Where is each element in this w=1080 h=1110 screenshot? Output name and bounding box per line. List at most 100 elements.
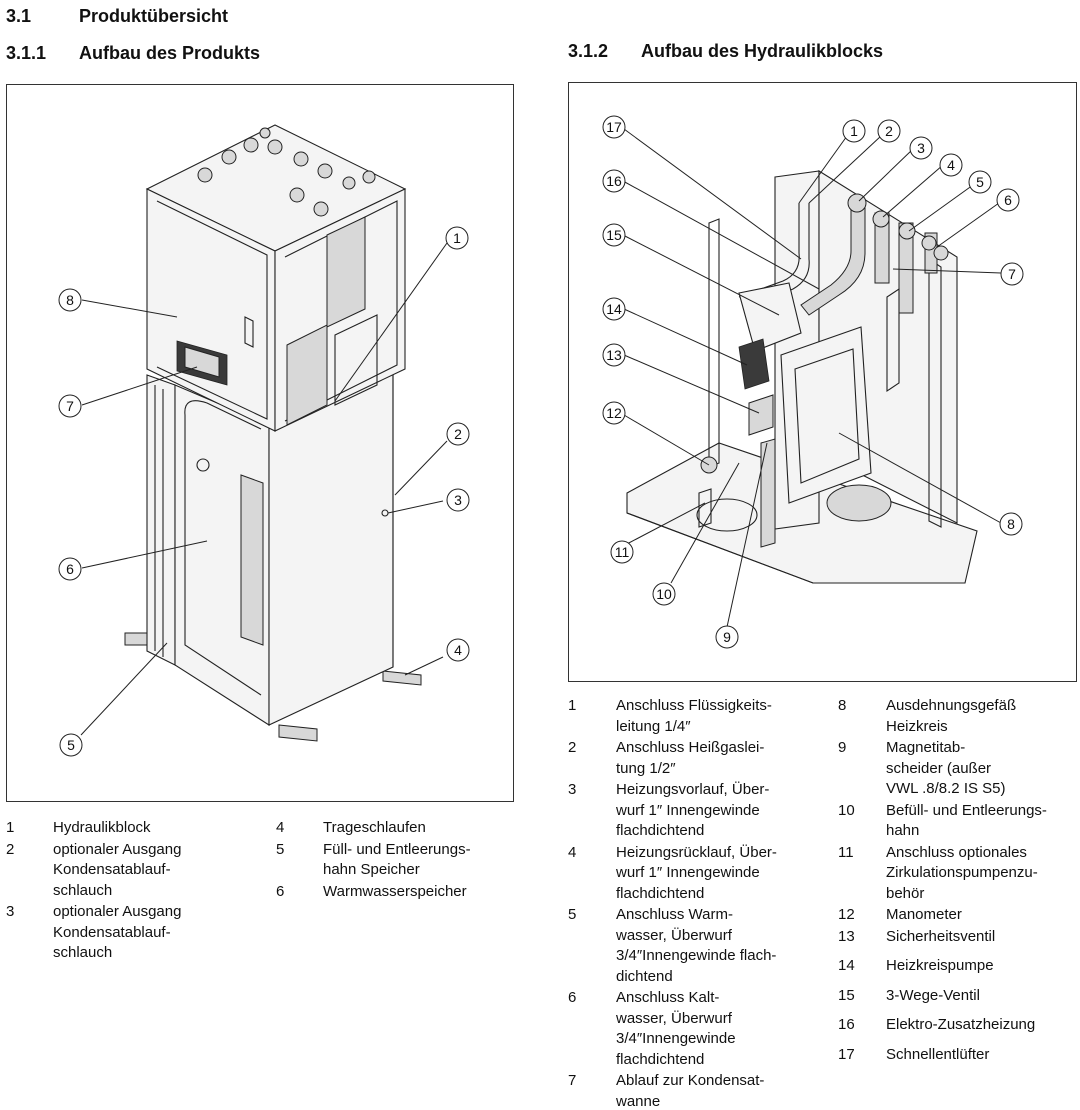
- legend-text-line: 3-Wege-Ventil: [886, 986, 980, 1004]
- magnetite-separator: [760, 438, 776, 548]
- svg-text:17: 17: [606, 119, 622, 135]
- svg-text:7: 7: [66, 398, 74, 414]
- svg-text:16: 16: [606, 173, 622, 189]
- legend-number: 3: [568, 781, 577, 798]
- expansion-vessel: [780, 326, 872, 504]
- legend-text-line: Schnellentlüfter: [886, 1045, 990, 1063]
- legend-number: 4: [568, 843, 577, 861]
- fill-drain-valve: [698, 488, 712, 528]
- svg-text:5: 5: [976, 174, 984, 190]
- callout-13: 13: [602, 343, 626, 367]
- legend-text-line: Kondensatablauf-: [53, 861, 171, 878]
- svg-text:15: 15: [606, 227, 622, 243]
- legend-text: Schnellentlüfter: [838, 1045, 1078, 1066]
- legend-text: Füll- und Entleerungs-hahn Speicher: [276, 840, 516, 881]
- legend-text: Befüll- und Entleerungs-hahn: [838, 801, 1078, 842]
- legend-text-line: tung 1/2″: [616, 759, 676, 777]
- quick-air-vent: [886, 287, 900, 393]
- callout-10: 10: [652, 582, 676, 606]
- legend-text-line: Befüll- und Entleerungs-: [886, 801, 1047, 819]
- top-connectors: [197, 127, 376, 217]
- section-title: Produktübersicht: [79, 6, 229, 26]
- legend-text-line: flachdichtend: [616, 822, 705, 839]
- legend-text-line: leitung 1/4″: [616, 717, 691, 735]
- svg-text:3: 3: [454, 492, 462, 508]
- legend-text-line: Zirkulationspumpenzu-: [886, 864, 1038, 881]
- section-number: 3.1.1: [6, 43, 47, 63]
- callout-11: 11: [610, 540, 634, 564]
- section-title: Aufbau des Hydraulikblocks: [641, 41, 884, 61]
- legend-text-line: Magnetitab-: [886, 739, 966, 756]
- legend-number: 17: [838, 1045, 855, 1063]
- legend-text-line: Füll- und Entleerungs-: [323, 840, 471, 858]
- svg-text:4: 4: [454, 642, 462, 658]
- legend-number: 6: [568, 989, 577, 1006]
- callout-4: 4: [446, 638, 470, 662]
- legend-text: Heizungsrücklauf, Über-wurf 1″ Innengewi…: [568, 843, 818, 905]
- legend-text-line: wasser, Überwurf: [616, 1009, 732, 1027]
- legend-text: Elektro-Zusatzheizung: [838, 1015, 1078, 1036]
- svg-text:2: 2: [454, 426, 462, 442]
- legend-text: Ablauf zur Kondensat-wanne: [568, 1071, 818, 1110]
- legend-text-line: optionaler Ausgang: [53, 840, 182, 858]
- callout-6: 6: [996, 188, 1020, 212]
- section-title: Aufbau des Produkts: [79, 43, 261, 63]
- legend-text-line: Anschluss Kalt-: [616, 989, 720, 1006]
- legend-number: 1: [6, 819, 15, 836]
- lower-frame-left: [146, 374, 176, 666]
- svg-text:3: 3: [917, 140, 925, 156]
- legend-text-line: behör: [886, 884, 925, 902]
- legend-text: Anschluss Flüssigkeits-leitung 1/4″: [568, 696, 818, 737]
- callout-2: 2: [446, 422, 470, 446]
- callout-12: 12: [602, 401, 626, 425]
- legend-text-line: schlauch: [53, 944, 113, 961]
- legend-item: 2 Anschluss Heißgaslei-tung 1/2″: [568, 738, 818, 779]
- legend-number: 12: [838, 906, 855, 923]
- legend-text-line: flachdichtend: [616, 884, 705, 902]
- callout-5: 5: [59, 733, 83, 757]
- legend-text-line: Anschluss Warm-: [616, 906, 733, 923]
- legend-text-line: Heizungsvorlauf, Über-: [616, 781, 770, 798]
- legend-text-line: Anschluss Heißgaslei-: [616, 739, 765, 756]
- callout-5: 5: [968, 170, 992, 194]
- legend-text-line: Anschluss Flüssigkeits-: [616, 697, 772, 714]
- legend-text-line: Elektro-Zusatzheizung: [886, 1016, 1036, 1033]
- callout-14: 14: [602, 297, 626, 321]
- legend-number: 8: [838, 697, 847, 714]
- legend-text-line: schlauch: [53, 881, 113, 899]
- callout-4: 4: [939, 153, 963, 177]
- legend-number: 14: [838, 957, 855, 974]
- legend-number: 2: [568, 739, 577, 756]
- svg-text:1: 1: [453, 230, 461, 246]
- hydraulic-block-drawing: 1 2 3 4 5 6 7 8 9 10 11 12 13 14 15 16 1…: [602, 115, 1024, 649]
- legend-text-line: hahn Speicher: [323, 861, 420, 878]
- callout-8: 8: [58, 288, 82, 312]
- legend-text-line: 3/4″Innengewinde flach-: [616, 947, 777, 964]
- legend-text-line: Heizungsrücklauf, Über-: [616, 843, 777, 861]
- legend-text: Hydraulikblock: [6, 818, 266, 839]
- legend-number: 3: [6, 903, 15, 920]
- svg-text:8: 8: [1007, 516, 1015, 532]
- heating-pump: [738, 338, 770, 390]
- legend-text-line: scheider (außer: [886, 759, 992, 777]
- callout-6: 6: [58, 557, 82, 581]
